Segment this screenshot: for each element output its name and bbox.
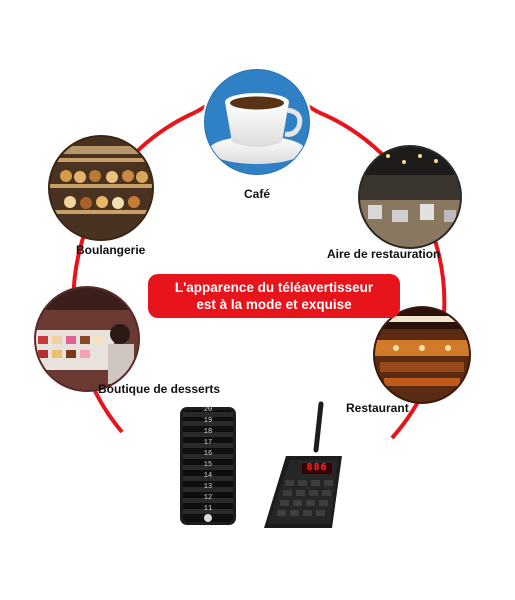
keypad-transmitter [264, 401, 342, 528]
pager-number-15: 15 [203, 461, 213, 469]
pager-number-11: 11 [203, 505, 213, 513]
dessert-shop-photo [34, 286, 140, 392]
bakery-label: Boulangerie [76, 243, 146, 257]
pager-number-18: 18 [203, 428, 213, 436]
headline-banner: L'apparence du téléavertisseur est à la … [148, 274, 400, 318]
pager-number-13: 13 [203, 483, 213, 491]
pager-number-17: 17 [203, 439, 213, 447]
pager-number-19: 19 [203, 417, 213, 425]
dessert-shop-label: Boutique de desserts [98, 382, 221, 396]
restaurant-label: Restaurant [346, 401, 409, 415]
pager-stack [180, 407, 236, 525]
keypad-display: 886 [306, 462, 328, 473]
headline-line-2: est à la mode et exquise [196, 297, 352, 312]
pager-number-16: 16 [203, 450, 213, 458]
pager-number-20: 20 [203, 406, 213, 414]
pager-number-12: 12 [203, 494, 213, 502]
bakery-photo [48, 135, 154, 241]
food-court-label: Aire de restauration [327, 247, 441, 261]
food-court-photo [358, 145, 462, 249]
cafe-label: Café [244, 187, 271, 201]
cafe-photo [202, 67, 312, 177]
pager-number-14: 14 [203, 472, 213, 480]
restaurant-photo [373, 306, 471, 404]
headline-line-1: L'apparence du téléavertisseur [174, 280, 374, 295]
